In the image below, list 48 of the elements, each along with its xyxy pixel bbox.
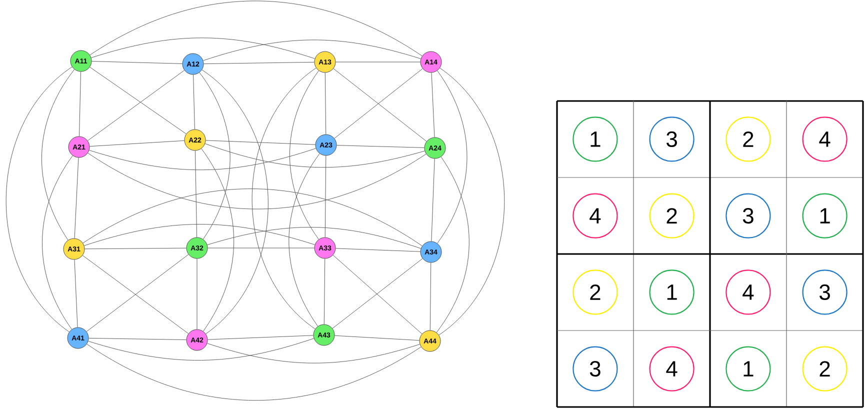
graph-edge <box>204 62 314 64</box>
graph-edge <box>336 248 421 252</box>
graph-edge <box>334 335 420 341</box>
graph-edge <box>336 145 424 148</box>
graph-edge <box>74 259 78 328</box>
graph-edge <box>288 153 320 326</box>
graph-edge <box>202 40 421 61</box>
graph-edge <box>206 140 316 145</box>
graph-edge <box>42 155 73 330</box>
graph-edge <box>438 68 505 336</box>
graph-edge <box>202 70 268 334</box>
graph-edge <box>199 72 230 240</box>
graph-edge <box>42 69 75 240</box>
graph-edge <box>89 148 316 170</box>
graph-edge <box>201 148 234 332</box>
graph-edge <box>88 152 426 210</box>
graph-edge <box>324 258 326 324</box>
graph-edge <box>74 157 79 238</box>
graph-edge <box>431 72 435 138</box>
graph-edge <box>87 70 185 141</box>
graph-edge <box>84 248 187 250</box>
graph-edge <box>88 338 187 340</box>
graph-edge <box>88 338 314 361</box>
graph-edge <box>90 0 422 56</box>
graph-edge <box>207 227 422 249</box>
graph-edge <box>90 66 186 134</box>
graph-edge <box>194 150 198 238</box>
graph-edge <box>79 72 82 136</box>
graph-edge <box>324 72 326 134</box>
graph-edge <box>92 61 183 64</box>
graph-edge <box>90 140 185 147</box>
graph-edge <box>204 143 425 168</box>
graph-edge <box>84 224 316 246</box>
graph-edge <box>206 343 420 364</box>
graph-edge <box>324 156 326 238</box>
graph-edge <box>193 74 195 130</box>
graph-edge <box>6 66 72 332</box>
graph-edge <box>196 258 198 330</box>
graph-edge <box>208 335 314 340</box>
graph-edge <box>86 344 422 401</box>
graph-edge <box>91 38 316 59</box>
graph-edge <box>437 70 468 244</box>
graph-edge <box>436 156 470 333</box>
graph-edge <box>431 158 435 242</box>
graph-edge <box>430 262 432 330</box>
graph-edge <box>82 188 422 246</box>
graph-edge <box>289 70 319 240</box>
graph-edge <box>252 68 316 330</box>
